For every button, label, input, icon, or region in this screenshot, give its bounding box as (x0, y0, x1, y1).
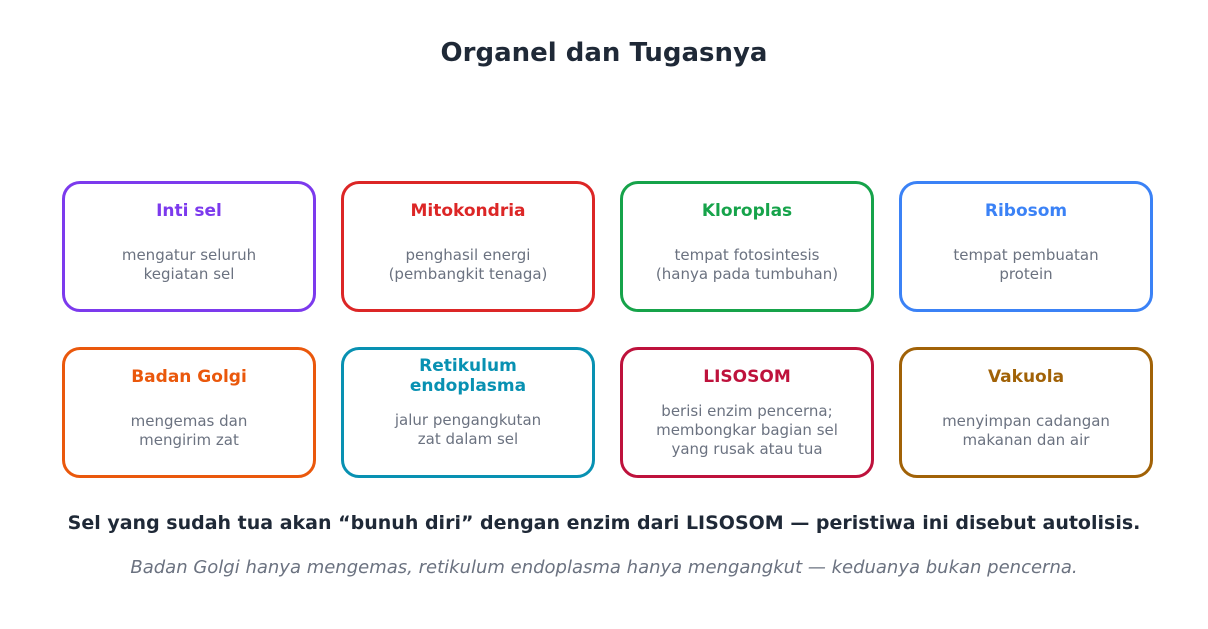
organelle-name: Inti sel (156, 201, 222, 221)
organelle-description: tempat fotosintesis (hanya pada tumbuhan… (655, 246, 839, 283)
organelle-card-ribosom: Ribosom tempat pembuatan protein (899, 181, 1153, 312)
organelle-card-mitokondria: Mitokondria penghasil energi (pembangkit… (341, 181, 595, 312)
organelle-name: Kloroplas (701, 201, 793, 221)
organelle-card-inti-sel: Inti sel mengatur seluruh kegiatan sel (62, 181, 316, 312)
organelle-name: LISOSOM (703, 367, 791, 387)
organelle-card-lisosom: LISOSOM berisi enzim pencerna; membongka… (620, 347, 874, 478)
organelle-card-retikulum-endoplasma: Retikulum endoplasma jalur pengangkutan … (341, 347, 595, 478)
organelle-name: Badan Golgi (131, 367, 247, 387)
autolysis-statement: Sel yang sudah tua akan “bunuh diri” den… (67, 512, 1141, 534)
organelle-description: mengatur seluruh kegiatan sel (121, 246, 257, 283)
organelle-name: Vakuola (987, 367, 1065, 387)
organelle-name: Mitokondria (410, 201, 526, 221)
organelle-card-vakuola: Vakuola menyimpan cadangan makanan dan a… (899, 347, 1153, 478)
organelle-name: Ribosom (984, 201, 1068, 221)
organelle-description: tempat pembuatan protein (953, 246, 1099, 283)
organelle-description: menyimpan cadangan makanan dan air (942, 412, 1110, 449)
organelle-card-kloroplas: Kloroplas tempat fotosintesis (hanya pad… (620, 181, 874, 312)
organelle-name: Retikulum endoplasma (409, 356, 527, 396)
organelle-description: jalur pengangkutan zat dalam sel (394, 411, 542, 448)
clarification-note: Badan Golgi hanya mengemas, retikulum en… (130, 557, 1078, 578)
organelle-card-badan-golgi: Badan Golgi mengemas dan mengirim zat (62, 347, 316, 478)
diagram-title: Organel dan Tugasnya (440, 38, 768, 68)
organelle-description: mengemas dan mengirim zat (130, 412, 248, 449)
organelle-description: penghasil energi (pembangkit tenaga) (388, 246, 548, 283)
organelle-description: berisi enzim pencerna; membongkar bagian… (656, 402, 838, 458)
